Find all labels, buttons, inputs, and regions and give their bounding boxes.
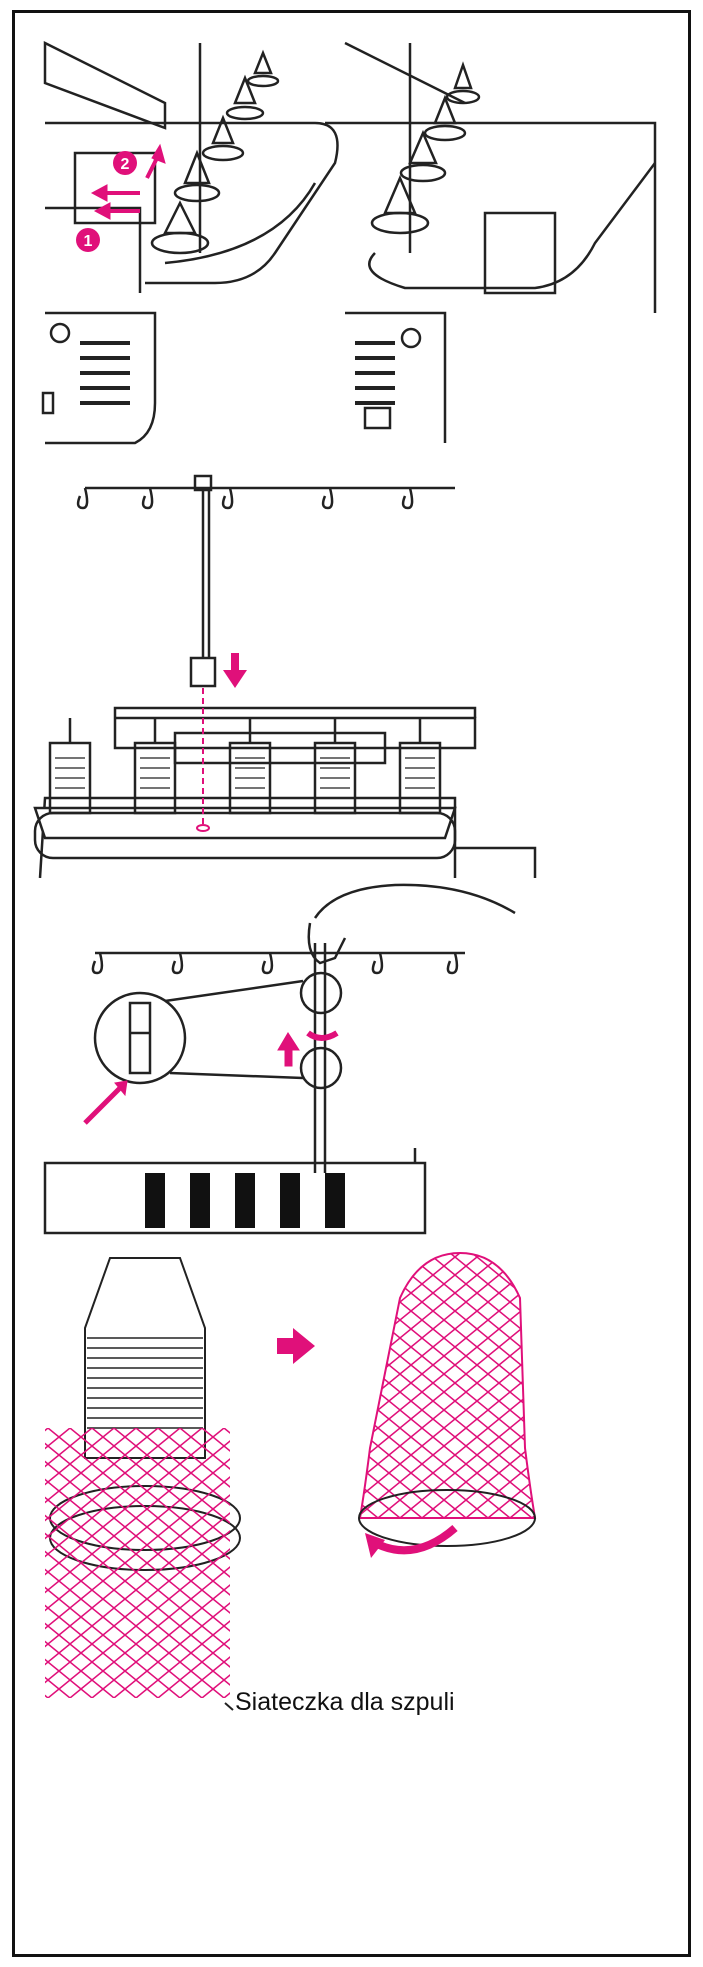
guide-post-rotate-view	[15, 883, 688, 1243]
machine-top-views: 1 2	[15, 13, 688, 453]
step-number-2: 2	[121, 156, 130, 173]
guide-post-lock-illustration	[15, 883, 688, 1243]
spool-stand-install-illustration: 1 2	[15, 13, 688, 453]
right-arrow-icon	[277, 1328, 315, 1364]
spool-net-flat	[45, 1428, 230, 1698]
spool-net-illustration: Siateczka dla szpuli	[15, 1248, 688, 1954]
manual-page-frame: 1 2	[12, 10, 691, 1957]
spool-net-view	[15, 1248, 688, 1948]
thread-guide-stand-illustration	[15, 458, 688, 878]
thread-guide-insert-view	[15, 458, 688, 878]
step-number-1: 1	[84, 233, 93, 250]
spool-net-caption: Siateczka dla szpuli	[235, 1688, 455, 1717]
